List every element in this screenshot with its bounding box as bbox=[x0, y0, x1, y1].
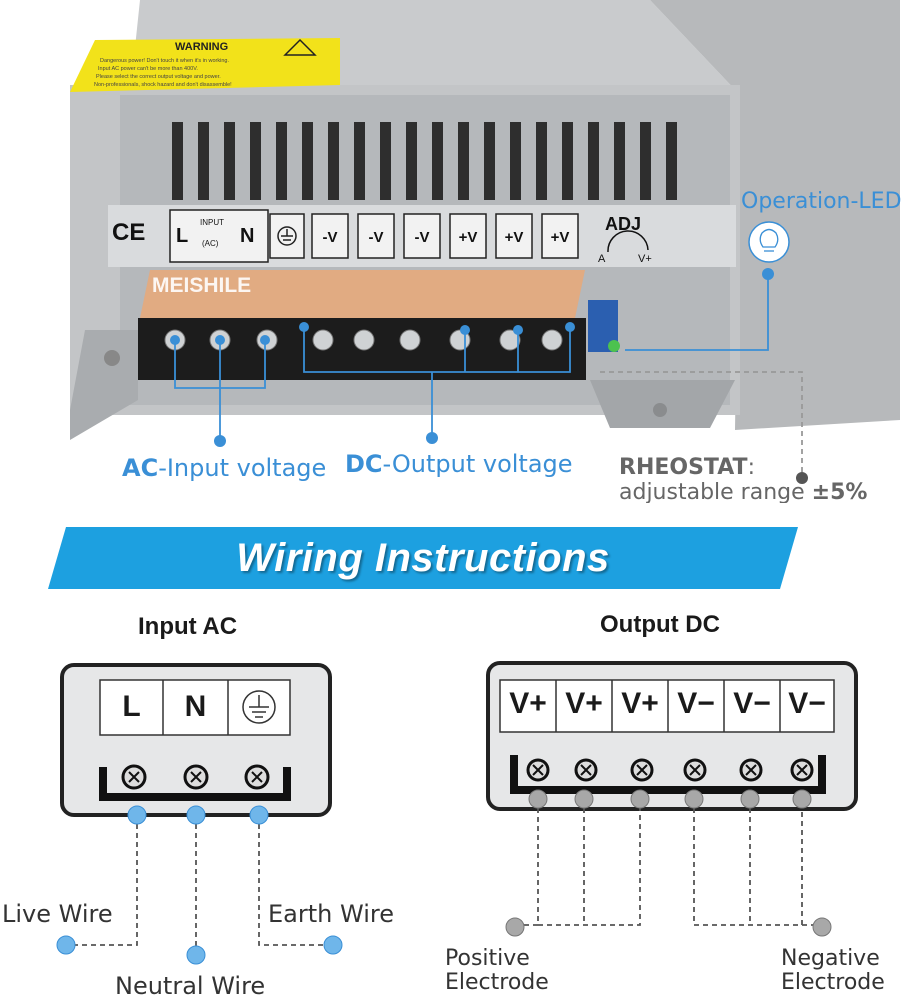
terminal-cover bbox=[140, 270, 585, 318]
warning-line: Input AC power can't be more than 400V. bbox=[98, 66, 198, 72]
dc-terminal: V− bbox=[677, 687, 715, 720]
adj-v: V+ bbox=[638, 253, 652, 265]
rheostat-range: ±5% bbox=[811, 480, 868, 503]
warning-triangle-icon bbox=[283, 38, 317, 56]
rheostat-callout: RHEOSTAT: adjustable range ±5% bbox=[619, 455, 909, 503]
wire-dots bbox=[505, 789, 832, 937]
dc-prefix: DC bbox=[345, 450, 383, 478]
input-terminal-label bbox=[169, 209, 269, 263]
ac-terminal-n: N bbox=[184, 690, 207, 723]
output-dc-diagram bbox=[486, 661, 858, 937]
dc-terminal-labels bbox=[311, 213, 579, 259]
ground-icon bbox=[277, 226, 297, 246]
positive-line-1: Positive bbox=[445, 946, 530, 971]
led-indicator bbox=[608, 340, 620, 352]
terminal-screws bbox=[164, 329, 563, 351]
power-supply-illustration: WARNING Dangerous power! Don't touch it … bbox=[70, 0, 900, 484]
wire-lines bbox=[75, 815, 325, 953]
earth-wire-label: Earth Wire bbox=[268, 900, 394, 928]
dc-terminal-label: -V bbox=[369, 229, 384, 246]
negative-line-2: Electrode bbox=[781, 970, 885, 995]
negative-electrode-label: Negative Electrode bbox=[781, 947, 885, 995]
wire-dots bbox=[56, 805, 343, 965]
dc-terminal: V+ bbox=[509, 687, 547, 720]
rheostat-dot bbox=[796, 472, 808, 484]
ce-mark: CE bbox=[112, 219, 145, 246]
adj-arrow-icon bbox=[607, 230, 649, 253]
output-dc-heading: Output DC bbox=[600, 611, 720, 638]
dc-terminal: V+ bbox=[621, 687, 659, 720]
terminal-screws bbox=[121, 764, 270, 790]
vent-slots bbox=[172, 122, 677, 200]
dc-terminal: V+ bbox=[565, 687, 603, 720]
ac-suffix: -Input voltage bbox=[158, 454, 327, 482]
label-ac: (AC) bbox=[202, 239, 219, 248]
adj-label: ADJ bbox=[605, 214, 641, 234]
operation-led-label: Operation-LED bbox=[741, 189, 902, 214]
warning-line: Non-professionals, shock hazard and don'… bbox=[94, 82, 232, 88]
rheostat-text: adjustable range bbox=[619, 480, 812, 503]
warning-line: Dangerous power! Don't touch it when it'… bbox=[100, 58, 229, 64]
label-l: L bbox=[176, 225, 188, 247]
positive-electrode-label: Positive Electrode bbox=[445, 947, 549, 995]
dc-terminal: V− bbox=[788, 687, 826, 720]
warning-line: Please select the correct output voltage… bbox=[96, 74, 221, 80]
box-side-face bbox=[650, 0, 900, 430]
ac-input-callout: AC-Input voltage bbox=[122, 454, 326, 482]
dc-terminal-label: +V bbox=[459, 229, 478, 246]
positive-line-2: Electrode bbox=[445, 970, 549, 995]
dc-terminal-label: +V bbox=[505, 229, 524, 246]
warning-label: WARNING bbox=[175, 41, 228, 53]
label-input: INPUT bbox=[200, 218, 224, 227]
callout-dots bbox=[170, 268, 774, 447]
ac-terminal-l: L bbox=[122, 690, 141, 723]
wire-lines bbox=[515, 799, 820, 926]
live-wire-label: Live Wire bbox=[2, 900, 113, 928]
dc-terminal: V− bbox=[733, 687, 771, 720]
input-ac-diagram bbox=[56, 663, 343, 965]
dc-suffix: -Output voltage bbox=[382, 450, 573, 478]
ground-icon bbox=[242, 690, 276, 724]
rheostat-callout-line bbox=[600, 371, 803, 478]
dc-terminal-label: +V bbox=[551, 229, 570, 246]
callout-lines bbox=[174, 276, 769, 440]
ac-prefix: AC bbox=[122, 454, 159, 482]
adj-a: A bbox=[598, 253, 606, 265]
bulb-icon bbox=[748, 221, 790, 263]
negative-line-1: Negative bbox=[781, 946, 880, 971]
dc-terminal-label: -V bbox=[415, 229, 430, 246]
rheostat-title: RHEOSTAT bbox=[619, 455, 748, 480]
brand-text: MEISHILE bbox=[152, 274, 251, 297]
dc-output-callout: DC-Output voltage bbox=[345, 450, 573, 478]
rheostat-colon: : bbox=[747, 455, 755, 480]
neutral-wire-label: Neutral Wire bbox=[115, 972, 266, 1000]
mount-screw bbox=[653, 403, 667, 417]
left-flange bbox=[70, 330, 138, 440]
input-ac-heading: Input AC bbox=[138, 613, 238, 640]
banner-title: Wiring Instructions bbox=[236, 536, 610, 580]
dc-terminal-label: -V bbox=[323, 229, 338, 246]
label-n: N bbox=[240, 225, 254, 247]
warning-sticker bbox=[70, 38, 340, 92]
wiring-instructions-banner: Wiring Instructions bbox=[48, 527, 798, 589]
mount-screw bbox=[104, 350, 120, 366]
